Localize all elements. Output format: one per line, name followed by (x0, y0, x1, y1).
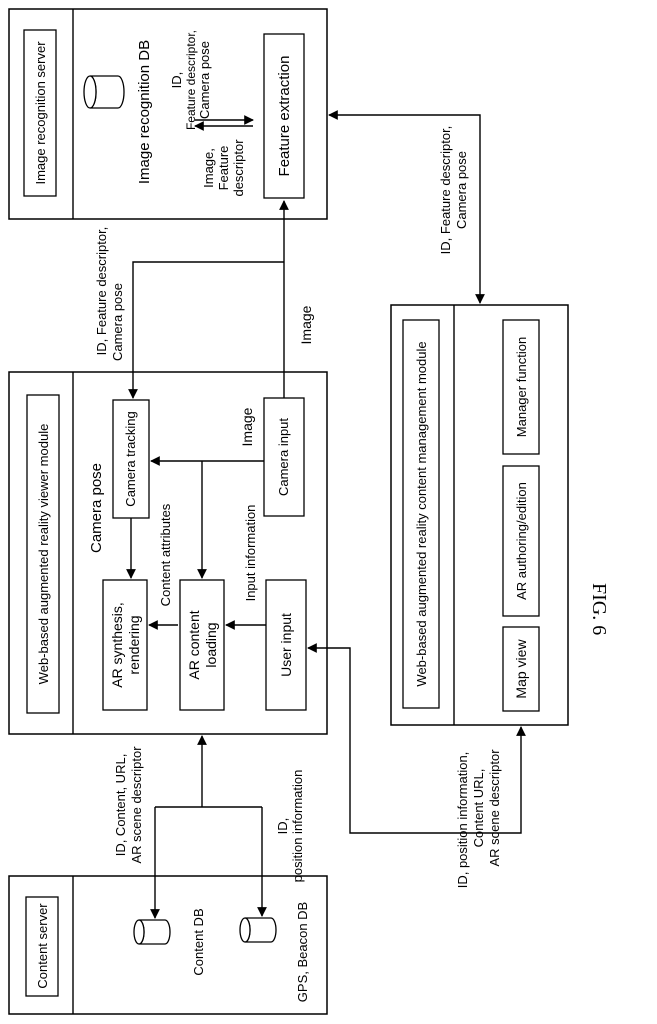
up-label-line3: Camera pose (197, 41, 212, 119)
content-attributes-label: Content attributes (158, 503, 173, 606)
viewer-module-title: Web-based augmented reality viewer modul… (36, 424, 51, 685)
image-to-server-label: Image (298, 305, 314, 344)
viewer-to-server-label-line1: ID, Feature descriptor, (94, 227, 109, 356)
image-recognition-server: Image recognition server Image recogniti… (9, 9, 327, 219)
gps-beacon-db-label: GPS, Beacon DB (295, 902, 310, 1002)
position-label-line1: ID, (275, 818, 290, 835)
content-server-title: Content server (35, 903, 50, 989)
image-label-viewer: Image (239, 407, 255, 446)
user-input-label: User input (278, 613, 294, 677)
content-db-label: Content DB (191, 908, 206, 975)
content-server: Content server Content DB GPS, Beacon DB (9, 876, 327, 1014)
gps-beacon-db-icon (240, 918, 276, 942)
image-recognition-db-icon (84, 76, 124, 108)
down-label-line2: Feature (216, 146, 231, 191)
figure-caption: FIG. 6 (590, 583, 610, 643)
input-information-label: Input information (243, 505, 258, 602)
camera-input-label: Camera input (276, 418, 291, 496)
manager-function-label: Manager function (514, 337, 529, 437)
content-label-line2: AR scene descriptor (129, 746, 144, 864)
map-view-label: Map view (513, 639, 529, 699)
server-to-cms-label-line2: Camera pose (454, 151, 469, 229)
position-label-line2: position information (290, 770, 305, 883)
viewer-module: Web-based augmented reality viewer modul… (9, 372, 327, 734)
content-management-module: Web-based augmented reality content mana… (391, 305, 568, 725)
cms-label-line1: ID, position information, (455, 752, 470, 889)
feature-extraction-label: Feature extraction (276, 56, 293, 177)
server-to-cms-label-line1: ID, Feature descriptor, (438, 126, 453, 255)
content-management-title: Web-based augmented reality content mana… (414, 341, 429, 686)
ar-synthesis-label-line2: rendering (126, 615, 142, 674)
up-label-line2: Feature descriptor, (184, 30, 198, 130)
viewer-to-server-label-line2: Camera pose (110, 283, 125, 361)
content-label-line1: ID, Content, URL, (113, 754, 128, 857)
ar-authoring-label: AR authoring/edition (514, 482, 529, 600)
down-label-line3: descriptor (231, 139, 246, 197)
ar-content-loading-label-line1: AR content (186, 610, 202, 679)
cms-label-line2: Content URL, (471, 769, 486, 848)
up-label-line1: ID, (169, 72, 184, 89)
down-label-line1: Image, (201, 148, 216, 188)
image-recognition-server-title: Image recognition server (33, 41, 48, 185)
ar-synthesis-label-line1: AR synthesis, (109, 602, 125, 688)
camera-tracking-label: Camera tracking (123, 411, 138, 506)
content-db-icon (134, 920, 170, 944)
cms-label-line3: AR scene descriptor (487, 749, 502, 867)
image-recognition-db-label: Image recognition DB (136, 40, 153, 184)
ar-content-loading-label-line2: loading (203, 622, 219, 667)
camera-pose-label: Camera pose (88, 463, 105, 553)
